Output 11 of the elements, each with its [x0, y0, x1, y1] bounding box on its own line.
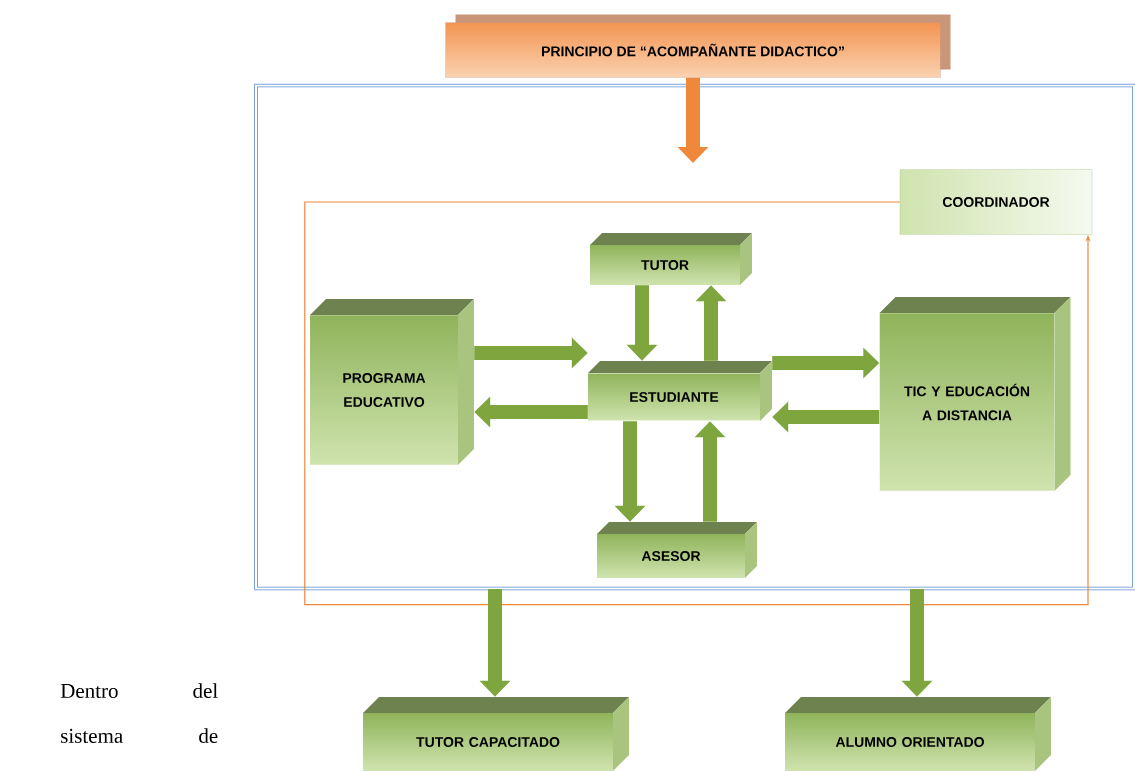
- block-box: TUTOR: [590, 233, 752, 285]
- block-box: ASESOR: [597, 522, 757, 578]
- title-box: PRINCIPIO DE “ACOMPAÑANTE DIDACTICO”: [445, 14, 951, 78]
- body-text: Dentro del sistema de: [60, 683, 218, 743]
- block-box: ALUMNO ORIENTADO: [785, 697, 1051, 771]
- block-box: TIC Y EDUCACIÓN A DISTANCIA: [879, 297, 1071, 491]
- block-box: ESTUDIANTE: [588, 361, 772, 421]
- block-box: PROGRAMA EDUCATIVO: [310, 299, 474, 465]
- block-box: TUTOR CAPACITADO: [363, 697, 629, 771]
- frame: [254, 83, 1135, 591]
- role-box: COORDINADOR: [899, 169, 1093, 235]
